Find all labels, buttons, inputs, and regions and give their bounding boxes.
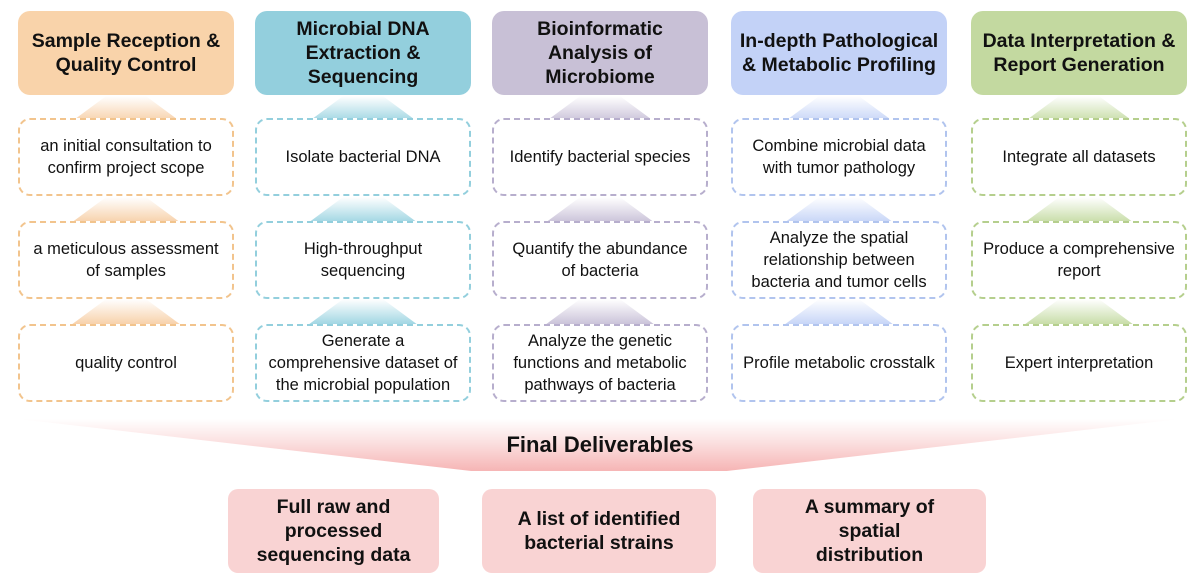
step-card: Analyze the spatial relationship between… (731, 221, 947, 299)
step-card: Integrate all datasets (971, 118, 1187, 196)
step-card: Combine microbial data with tumor pathol… (731, 118, 947, 196)
step-card: Analyze the genetic functions and metabo… (492, 324, 708, 402)
deliverable-card-2: A list of identified bacterial strains (482, 489, 716, 573)
stage-header-5: Data Interpretation & Report Generation (971, 11, 1187, 95)
connector (784, 197, 894, 223)
stage-column-2: Microbial DNA Extraction & Sequencing Is… (255, 0, 471, 410)
stage-column-4: In-depth Pathological & Metabolic Profil… (731, 0, 947, 410)
stage-header-3: Bioinformatic Analysis of Microbiome (492, 11, 708, 95)
connector (71, 197, 181, 223)
deliverable-card-3: A summary of spatial distribution (753, 489, 986, 573)
step-card: Isolate bacterial DNA (255, 118, 471, 196)
step-card: Profile metabolic crosstalk (731, 324, 947, 402)
step-card: Produce a comprehensive report (971, 221, 1187, 299)
connector (1024, 197, 1134, 223)
connector (308, 197, 418, 223)
step-card: Expert interpretation (971, 324, 1187, 402)
step-card: an initial consultation to confirm proje… (18, 118, 234, 196)
step-card: Identify bacterial species (492, 118, 708, 196)
stage-header-1: Sample Reception & Quality Control (18, 11, 234, 95)
connector (71, 299, 181, 325)
deliverable-card-1: Full raw and processed sequencing data (228, 489, 439, 573)
connector (308, 299, 418, 325)
step-card: quality control (18, 324, 234, 402)
stage-column-5: Data Interpretation & Report Generation … (971, 0, 1187, 410)
connector (545, 299, 655, 325)
stage-column-1: Sample Reception & Quality Control an in… (18, 0, 234, 410)
step-card: Generate a comprehensive dataset of the … (255, 324, 471, 402)
connector (1024, 299, 1134, 325)
step-card: Quantify the abundance of bacteria (492, 221, 708, 299)
stage-column-3: Bioinformatic Analysis of Microbiome Ide… (492, 0, 708, 410)
step-card: High-throughput sequencing (255, 221, 471, 299)
connector (784, 299, 894, 325)
step-card: a meticulous assessment of samples (18, 221, 234, 299)
stage-header-4: In-depth Pathological & Metabolic Profil… (731, 11, 947, 95)
final-deliverables-title: Final Deliverables (506, 432, 694, 457)
stage-header-2: Microbial DNA Extraction & Sequencing (255, 11, 471, 95)
connector (545, 197, 655, 223)
